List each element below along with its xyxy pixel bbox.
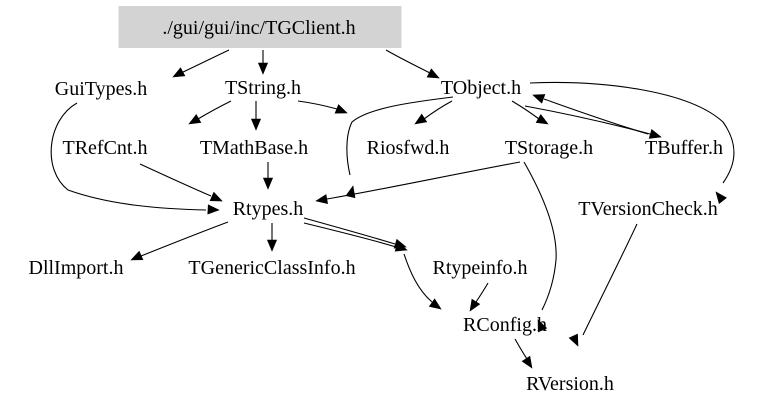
edge-tobject-to-tstorage xyxy=(511,100,540,120)
edge-tstorage-to-rconfig xyxy=(523,161,557,311)
edge-tobject-to-tversioncheck xyxy=(529,81,735,184)
edge-tobject-to-riosfwd xyxy=(423,100,453,120)
arrowhead-rtypeinfo-to-rconfig xyxy=(469,298,481,312)
arrowhead-tversioncheck-to-rversion xyxy=(568,333,579,347)
arrowhead-guitypes-to-rtypes xyxy=(207,204,220,215)
arrowhead-tgclient-to-tstring xyxy=(257,62,269,75)
edge-rconfig-to-rversion xyxy=(514,338,528,360)
arrowhead-rtypes-to-rtypeinfo xyxy=(394,241,408,252)
edge-trefcnt-to-rtypes xyxy=(139,163,212,197)
node-tobject[interactable]: TObject.h xyxy=(440,77,522,99)
arrowhead-tgclient-to-tobject xyxy=(426,68,440,79)
edge-rtypeinfo-to-rconfig xyxy=(475,282,489,303)
edge-tstorage-to-rtypes xyxy=(326,161,521,200)
arrowhead-tmathbase-to-rtypes xyxy=(262,177,274,190)
node-trefcnt[interactable]: TRefCnt.h xyxy=(62,137,148,159)
node-riosfwd[interactable]: Riosfwd.h xyxy=(366,137,450,159)
arrowhead-tstring-to-tmathbase xyxy=(250,118,262,131)
node-rtypeinfo[interactable]: Rtypeinfo.h xyxy=(432,257,528,279)
edge-tstring-to-trefcnt xyxy=(197,100,232,120)
edge-tbuffer-to-tobject xyxy=(543,98,649,135)
edge-tversioncheck-to-rversion xyxy=(582,223,638,336)
node-rversion[interactable]: RVersion.h xyxy=(526,373,614,395)
arrowhead-rtypes-to-tgenericclassinfo xyxy=(266,239,278,252)
node-tbuffer[interactable]: TBuffer.h xyxy=(645,137,723,159)
node-dllimport[interactable]: DllImport.h xyxy=(28,257,124,279)
arrowhead-tstorage-to-rconfig xyxy=(537,319,548,333)
node-rtypes[interactable]: Rtypes.h xyxy=(232,198,304,220)
node-rconfig[interactable]: RConfig.h xyxy=(463,314,547,336)
arrowhead-tstring-to-trefcnt xyxy=(188,113,202,125)
arrowhead-tobject-to-tversioncheck xyxy=(715,191,727,205)
node-tgenericclassinfo[interactable]: TGenericClassInfo.h xyxy=(188,257,356,279)
arrowhead-tobject-to-riosfwd xyxy=(414,113,428,125)
arrowhead-tstring-to-riosfwd xyxy=(334,104,348,114)
arrowhead-trefcnt-to-rtypes xyxy=(209,191,223,202)
arrowhead-tobject-to-rtypes xyxy=(345,185,356,199)
edges-group xyxy=(50,49,735,369)
node-tmathbase[interactable]: TMathBase.h xyxy=(199,137,309,159)
edge-tgclient-to-tobject xyxy=(385,49,431,74)
edge-rtypes-to-dllimport xyxy=(140,221,229,257)
edge-tstring-to-riosfwd xyxy=(297,100,338,110)
arrowhead-rconfig-to-rversion xyxy=(521,355,533,369)
edge-tgclient-to-guitypes xyxy=(180,49,230,74)
arrowhead-tgclient-to-guitypes xyxy=(172,67,186,78)
arrowhead-tobject-to-tstorage xyxy=(535,113,549,125)
edge-rtypes-to-rtypeinfo xyxy=(303,217,396,245)
arrowhead-rtypes-to-rconfig xyxy=(428,298,442,310)
edge-rtypes-to-rtypeinfo xyxy=(303,222,397,248)
node-box-tgclient xyxy=(118,6,401,48)
node-guitypes[interactable]: GuiTypes.h xyxy=(54,78,148,100)
arrowhead-rtypes-to-dllimport xyxy=(130,250,144,261)
node-tgclient[interactable]: ./gui/gui/inc/TGClient.h xyxy=(162,17,356,39)
edge-tobject-to-rtypes xyxy=(346,96,454,176)
arrowhead-tbuffer-to-tobject xyxy=(532,94,546,104)
node-tversioncheck[interactable]: TVersionCheck.h xyxy=(578,198,718,220)
edge-guitypes-to-rtypes xyxy=(50,102,207,211)
arrowhead-tobject-to-tbuffer xyxy=(648,129,662,139)
edge-rtypes-to-rconfig xyxy=(403,253,433,303)
node-tstorage[interactable]: TStorage.h xyxy=(504,137,594,159)
node-tstring[interactable]: TString.h xyxy=(224,77,302,99)
arrowhead-tstorage-to-rtypes xyxy=(315,194,329,205)
